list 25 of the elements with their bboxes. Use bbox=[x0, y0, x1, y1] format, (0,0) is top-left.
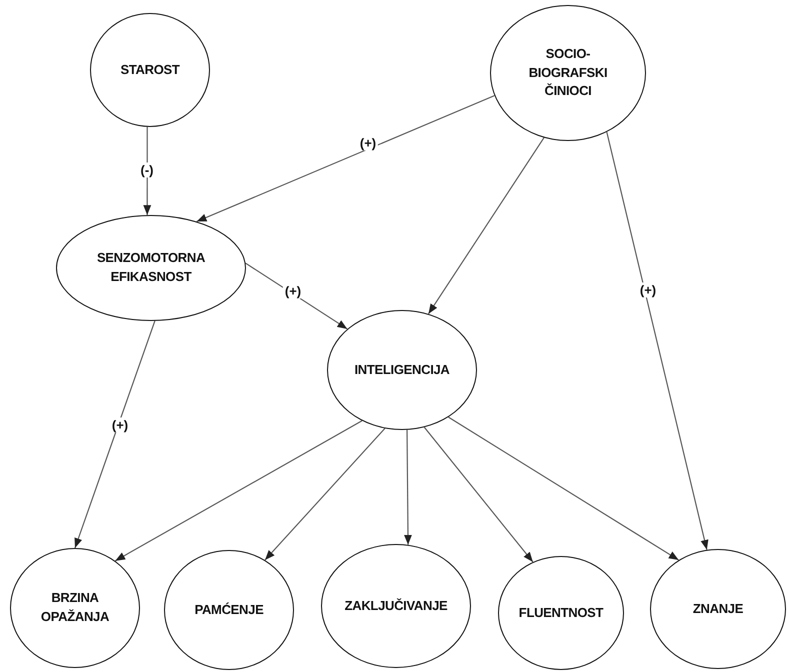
arrow bbox=[448, 416, 679, 561]
edge-label: (+) bbox=[638, 282, 658, 298]
arrow bbox=[404, 430, 412, 545]
node-label: INTELIGENCIJA bbox=[354, 360, 450, 379]
node-label: SOCIO- BIOGRAFSKI ČINIOCI bbox=[528, 44, 608, 100]
arrow bbox=[428, 137, 544, 314]
arrow bbox=[114, 420, 362, 562]
arrow bbox=[424, 426, 534, 562]
arrow bbox=[264, 428, 386, 560]
edge-label: (+) bbox=[282, 284, 304, 298]
node-label: ZNANJE bbox=[692, 600, 744, 618]
node-label: SENZOMOTORNA EFIKASNOST bbox=[96, 249, 206, 286]
node-label: BRZINA OPAŽANJA bbox=[40, 589, 110, 626]
edge-label: (+) bbox=[110, 418, 130, 432]
node-label: ZAKLJUČIVANJE bbox=[344, 596, 448, 615]
node-label: PAMĆENJE bbox=[194, 600, 264, 619]
edge-label: (+) bbox=[358, 136, 378, 150]
arrow bbox=[196, 95, 495, 222]
edge-label: (-) bbox=[138, 162, 156, 178]
arrow bbox=[606, 132, 708, 550]
arrow bbox=[143, 126, 152, 216]
arrow bbox=[245, 262, 348, 330]
arrow bbox=[74, 320, 156, 548]
node-label: FLUENTNOST bbox=[518, 604, 604, 622]
node-label: STAROST bbox=[120, 60, 180, 79]
